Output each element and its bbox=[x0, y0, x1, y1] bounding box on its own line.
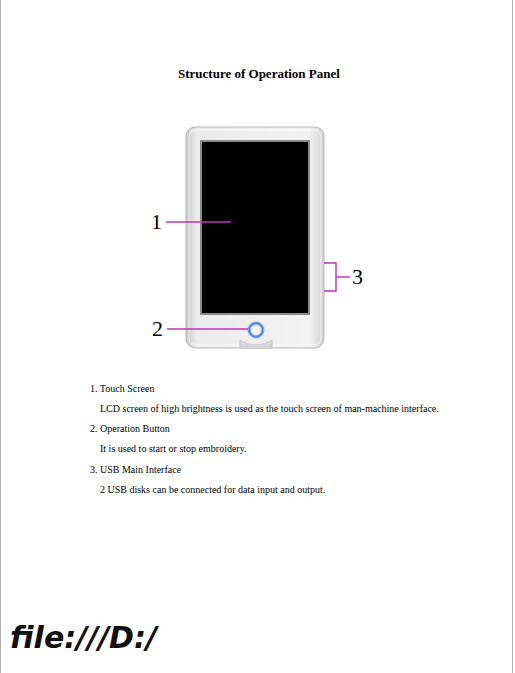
touch-screen bbox=[200, 140, 310, 315]
item-heading: 1. Touch Screen bbox=[90, 383, 154, 394]
callout-number: 1 bbox=[151, 209, 162, 235]
item-description: 2 USB disks can be connected for data in… bbox=[100, 484, 325, 495]
item-heading: 3. USB Main Interface bbox=[90, 464, 181, 475]
page-title: Structure of Operation Panel bbox=[178, 66, 340, 82]
panel-housing bbox=[186, 127, 324, 348]
item-description: It is used to start or stop embroidery. bbox=[100, 443, 247, 454]
callout-number: 2 bbox=[152, 316, 163, 342]
item-heading: 2. Operation Button bbox=[90, 423, 170, 434]
operation-button bbox=[248, 322, 265, 339]
watermark: file:///D:/ bbox=[10, 620, 157, 655]
leader-lines bbox=[166, 222, 350, 329]
item-description: LCD screen of high brightness is used as… bbox=[100, 403, 439, 414]
callout-number: 3 bbox=[352, 264, 363, 290]
